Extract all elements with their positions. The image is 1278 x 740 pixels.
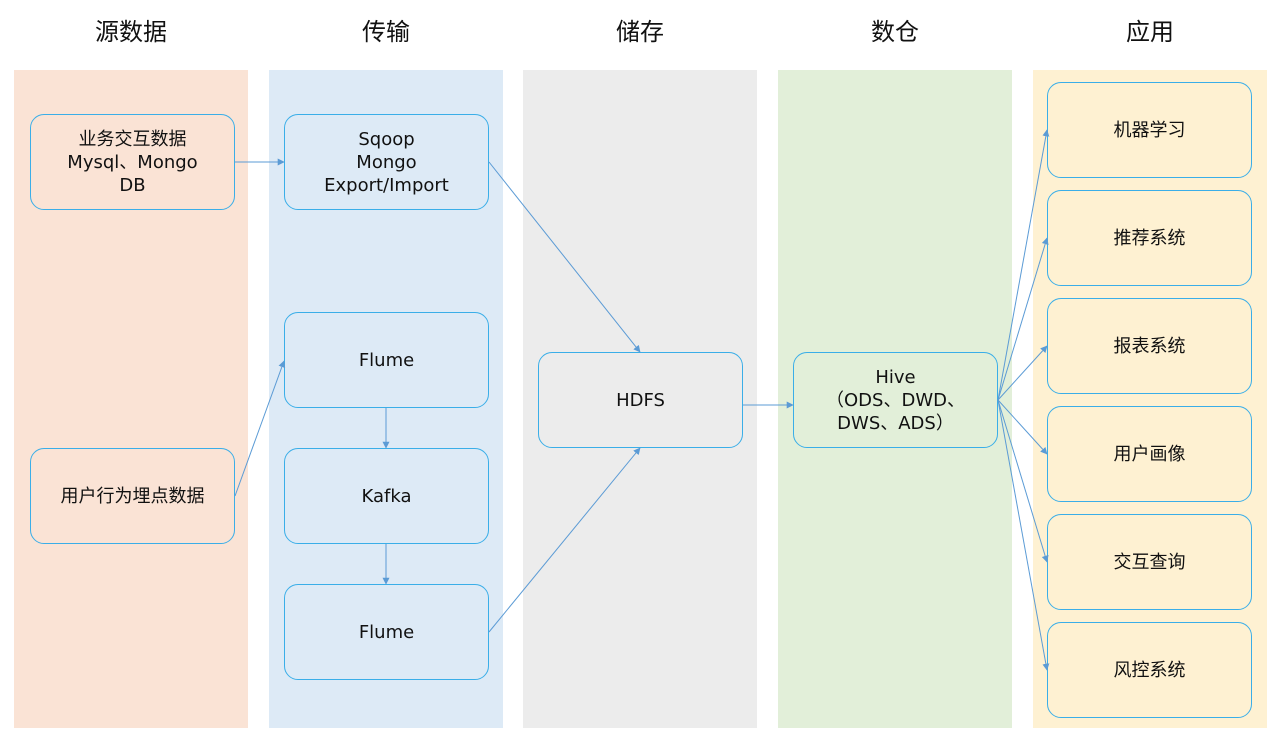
arrow-hive-to-risk bbox=[997, 399, 1050, 671]
arrow-hive-to-profile bbox=[997, 399, 1048, 455]
arrow-hive-to-report bbox=[997, 345, 1048, 401]
node-text-line: （ODS、DWD、 bbox=[826, 389, 965, 411]
node-text-line: 机器学习 bbox=[1113, 119, 1186, 141]
arrow-hive-to-ml bbox=[997, 129, 1050, 401]
node-text-line: Kafka bbox=[361, 485, 412, 507]
node-text-line: 风控系统 bbox=[1113, 659, 1186, 681]
node-report-system: 报表系统 bbox=[1047, 298, 1252, 394]
node-hive: Hive（ODS、DWD、DWS、ADS） bbox=[793, 352, 998, 448]
node-user-profile: 用户画像 bbox=[1047, 406, 1252, 502]
node-text-line: DB bbox=[119, 174, 146, 196]
node-machine-learning: 机器学习 bbox=[1047, 82, 1252, 178]
node-text-line: 用户画像 bbox=[1113, 443, 1186, 465]
node-text-line: HDFS bbox=[616, 389, 665, 411]
column-title-source: 源数据 bbox=[95, 18, 167, 46]
column-title-storage: 储存 bbox=[616, 18, 664, 46]
arrow-hive-to-recommend bbox=[997, 237, 1049, 401]
node-kafka: Kafka bbox=[284, 448, 489, 544]
column-title-application: 应用 bbox=[1126, 18, 1174, 46]
node-text-line: 用户行为埋点数据 bbox=[60, 485, 205, 507]
arrow-tracking-to-flume bbox=[234, 360, 286, 497]
node-risk-control-system: 风控系统 bbox=[1047, 622, 1252, 718]
arrow-sqoop-to-hdfs bbox=[488, 161, 641, 353]
node-text-line: Mongo bbox=[356, 151, 417, 173]
node-text-line: Export/Import bbox=[324, 174, 449, 196]
node-text-line: 交互查询 bbox=[1113, 551, 1186, 573]
node-text-line: Mysql、Mongo bbox=[67, 151, 198, 173]
node-text-line: 报表系统 bbox=[1113, 335, 1186, 357]
node-flume-upper: Flume bbox=[284, 312, 489, 408]
node-text-line: Sqoop bbox=[358, 128, 415, 150]
node-recommendation-system: 推荐系统 bbox=[1047, 190, 1252, 286]
arrow-hive-to-query bbox=[997, 399, 1049, 563]
arrow-flume-to-hdfs bbox=[488, 447, 641, 633]
node-user-tracking-data: 用户行为埋点数据 bbox=[30, 448, 235, 544]
node-text-line: Hive bbox=[875, 366, 916, 388]
column-title-warehouse: 数仓 bbox=[871, 18, 919, 46]
node-hdfs: HDFS bbox=[538, 352, 743, 448]
node-interactive-query: 交互查询 bbox=[1047, 514, 1252, 610]
node-text-line: 推荐系统 bbox=[1113, 227, 1186, 249]
column-title-transport: 传输 bbox=[362, 18, 410, 46]
node-text-line: Flume bbox=[358, 621, 415, 643]
node-text-line: Flume bbox=[358, 349, 415, 371]
lane-application bbox=[1033, 70, 1267, 728]
node-text-line: 业务交互数据 bbox=[78, 128, 187, 150]
node-text-line: DWS、ADS） bbox=[837, 412, 954, 434]
node-flume-lower: Flume bbox=[284, 584, 489, 680]
